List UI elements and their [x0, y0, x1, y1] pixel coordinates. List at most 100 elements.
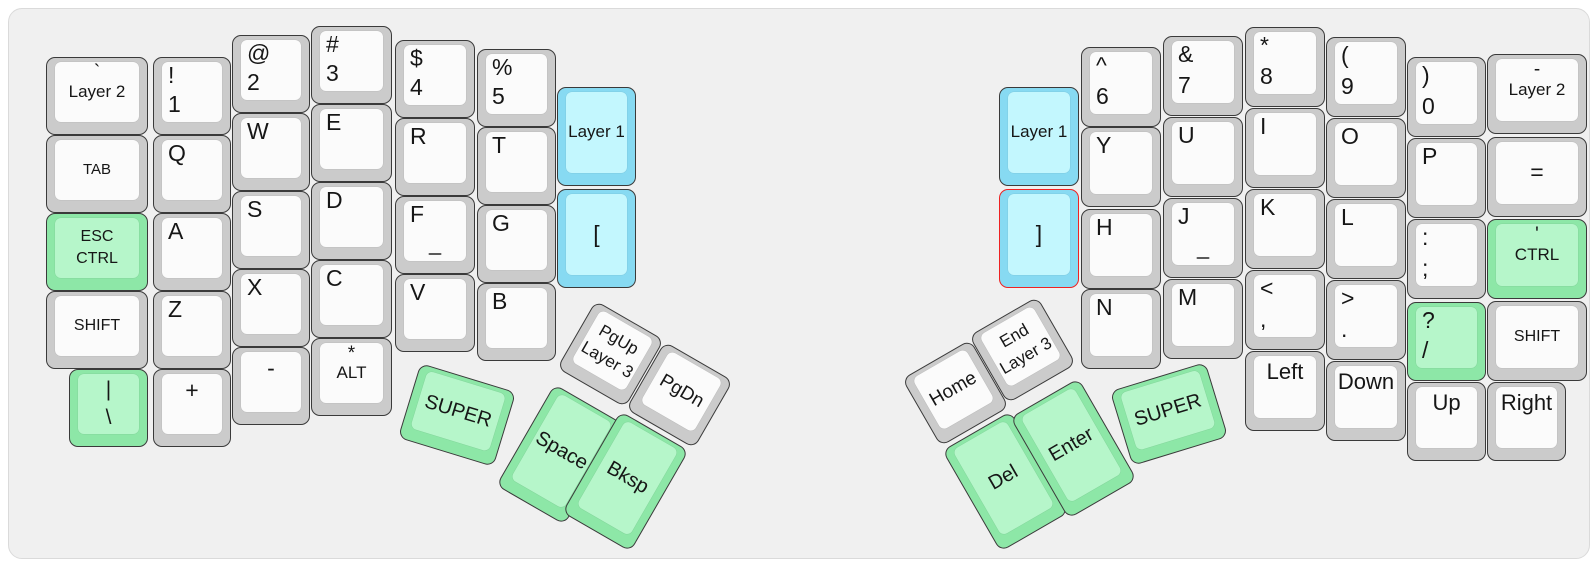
- key-legend: P: [1422, 143, 1438, 169]
- key-d[interactable]: D: [311, 182, 392, 260]
- key-minus[interactable]: -: [232, 347, 310, 425]
- key-c[interactable]: C: [311, 260, 392, 338]
- key-legend-topleft: R: [410, 125, 463, 177]
- key-n[interactable]: N: [1081, 289, 1161, 369]
- keycap-top: SUPER: [410, 370, 507, 452]
- key-layer1-left[interactable]: Layer 1: [557, 87, 636, 186]
- keycap-top: =: [1496, 142, 1578, 204]
- key-l[interactable]: L: [1326, 199, 1406, 279]
- key-legend: <: [1260, 275, 1274, 301]
- key-1[interactable]: !1: [153, 57, 231, 135]
- key-y[interactable]: Y: [1081, 127, 1161, 207]
- key-left[interactable]: Left: [1245, 351, 1325, 431]
- key-h[interactable]: H: [1081, 209, 1161, 289]
- keycap-top: K: [1254, 194, 1316, 256]
- key-w[interactable]: W: [232, 113, 310, 191]
- key-6[interactable]: ^6: [1081, 47, 1161, 127]
- key-k[interactable]: K: [1245, 189, 1325, 269]
- key-legend: Space: [531, 426, 592, 475]
- key-b[interactable]: B: [477, 283, 556, 361]
- key-equals[interactable]: =: [1487, 137, 1587, 217]
- key-i[interactable]: I: [1245, 108, 1325, 188]
- key-left-bracket[interactable]: [: [557, 189, 636, 288]
- key-u[interactable]: U: [1163, 117, 1243, 197]
- key-legend: :: [1422, 224, 1429, 250]
- key-legend-topleft: )0: [1422, 64, 1474, 118]
- key-right[interactable]: Right: [1487, 382, 1566, 461]
- key-2[interactable]: @2: [232, 35, 310, 113]
- key-g[interactable]: G: [477, 205, 556, 283]
- key-legend-center: Layer 2: [55, 62, 139, 122]
- key-legend: O: [1341, 123, 1359, 149]
- keycap-top: ^6: [1090, 52, 1152, 114]
- key-4[interactable]: $4: [395, 40, 475, 118]
- key-8[interactable]: *8: [1245, 27, 1325, 107]
- key-right-bracket[interactable]: ]: [999, 189, 1079, 288]
- keycap-top: +: [162, 374, 222, 434]
- key-v[interactable]: V: [395, 274, 475, 352]
- key-pipe-backslash[interactable]: |\: [69, 369, 148, 447]
- keycap-top: SHIFT: [55, 296, 139, 356]
- key-star-alt[interactable]: *ALT: [311, 338, 392, 416]
- keycap-top: &7: [1172, 41, 1234, 103]
- key-3[interactable]: #3: [311, 26, 392, 104]
- key-legend: F: [410, 201, 425, 227]
- key-plus[interactable]: +: [153, 369, 231, 447]
- key-minus-layer2[interactable]: -Layer 2: [1487, 54, 1587, 134]
- key-grave-layer2[interactable]: `Layer 2: [46, 57, 148, 135]
- keycap-top: ]: [1008, 194, 1070, 275]
- key-p[interactable]: P: [1407, 138, 1486, 218]
- key-up[interactable]: Up: [1407, 382, 1486, 461]
- key-comma[interactable]: <,: [1245, 270, 1325, 350]
- key-super-right[interactable]: SUPER: [1109, 362, 1229, 466]
- key-legend-topleft: !1: [168, 64, 219, 116]
- key-legend-topcenter: -: [1533, 59, 1541, 80]
- key-e[interactable]: E: [311, 104, 392, 182]
- key-5[interactable]: %5: [477, 49, 556, 127]
- key-layer1-right[interactable]: Layer 1: [999, 87, 1079, 186]
- key-question-slash[interactable]: ?/: [1407, 302, 1486, 381]
- keycap-top: -Layer 2: [1496, 59, 1578, 121]
- key-x[interactable]: X: [232, 269, 310, 347]
- keycap-top: *ALT: [320, 343, 383, 403]
- key-super-left[interactable]: SUPER: [397, 363, 517, 467]
- key-legend: W: [247, 118, 269, 144]
- key-legend-topcenter: -: [267, 355, 275, 381]
- key-m[interactable]: M: [1163, 279, 1243, 359]
- key-9[interactable]: (9: [1326, 37, 1406, 117]
- key-o[interactable]: O: [1326, 118, 1406, 198]
- key-r[interactable]: R: [395, 118, 475, 196]
- key-legend-topleft: *8: [1260, 34, 1313, 88]
- keycap-top: G: [486, 210, 547, 270]
- key-legend-topleft: O: [1341, 125, 1394, 179]
- key-semicolon[interactable]: :;: [1407, 219, 1486, 299]
- key-legend: G: [492, 210, 510, 236]
- keycap-top: X: [241, 274, 301, 334]
- key-j[interactable]: J: [1163, 198, 1243, 278]
- key-t[interactable]: T: [477, 127, 556, 205]
- key-shift-left[interactable]: SHIFT: [46, 291, 148, 369]
- key-z[interactable]: Z: [153, 291, 231, 369]
- key-legend: S: [247, 196, 263, 222]
- key-tab[interactable]: TAB: [46, 135, 148, 213]
- key-quote-ctrl[interactable]: 'CTRL: [1487, 219, 1587, 299]
- key-legend: J: [1178, 203, 1190, 229]
- key-legend: D: [326, 187, 343, 213]
- key-f[interactable]: F: [395, 196, 475, 274]
- key-legend-center: SUPER: [410, 370, 506, 451]
- key-shift-right[interactable]: SHIFT: [1487, 301, 1587, 381]
- key-q[interactable]: Q: [153, 135, 231, 213]
- key-period[interactable]: >.: [1326, 280, 1406, 360]
- key-legend: A: [168, 218, 184, 244]
- key-a[interactable]: A: [153, 213, 231, 291]
- key-legend: [: [593, 220, 600, 247]
- key-legend-topcenter: Up: [1432, 390, 1461, 415]
- key-7[interactable]: &7: [1163, 36, 1243, 116]
- key-down[interactable]: Down: [1326, 361, 1406, 441]
- key-s[interactable]: S: [232, 191, 310, 269]
- key-0[interactable]: )0: [1407, 57, 1486, 137]
- key-legend: (: [1341, 42, 1349, 68]
